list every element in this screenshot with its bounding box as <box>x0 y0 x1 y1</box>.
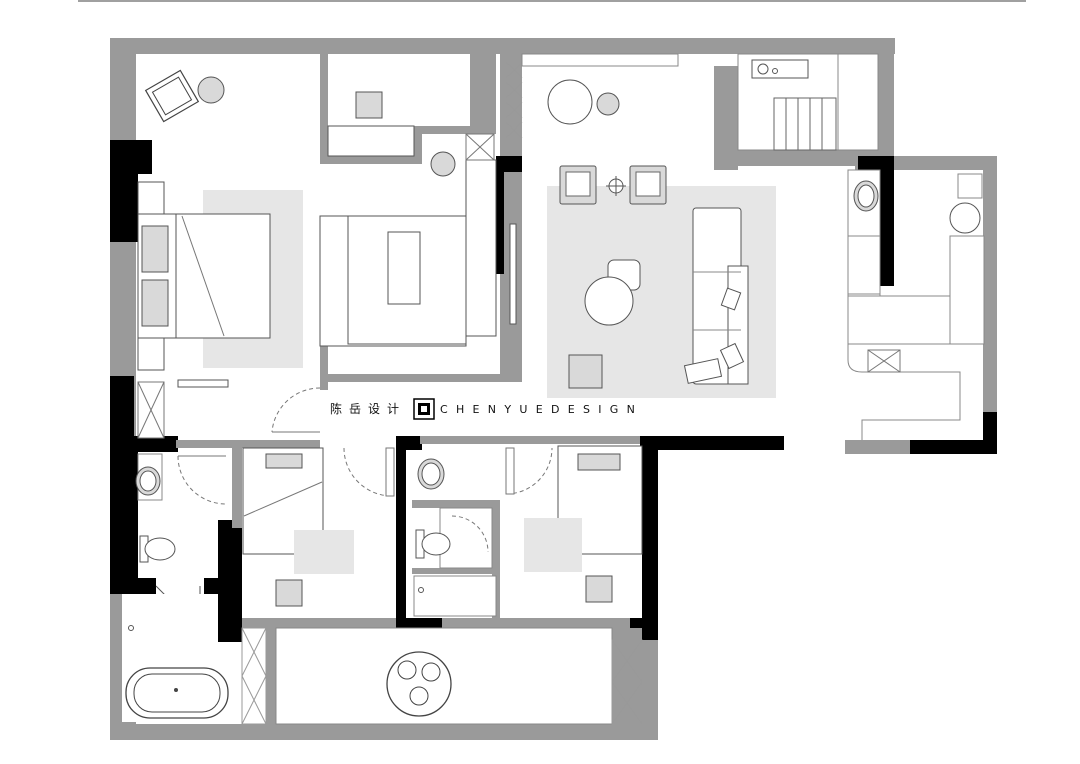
tap <box>128 625 134 631</box>
middle-bathroom <box>413 458 497 617</box>
wardrobe <box>465 159 497 337</box>
balcony <box>241 627 643 725</box>
right-bathroom <box>847 169 985 440</box>
door-swing <box>177 455 227 505</box>
structural-walls <box>110 140 997 642</box>
door-swing <box>451 515 489 553</box>
hatch-strip <box>241 627 643 725</box>
bathtub-icon <box>125 667 229 719</box>
partitions <box>176 54 642 724</box>
toilet-icon <box>949 202 981 234</box>
round-table-icon <box>386 651 452 717</box>
kitchen <box>737 53 879 151</box>
bedroom-rug <box>294 530 354 574</box>
seal-logo <box>413 398 435 420</box>
top-rule <box>78 0 1026 2</box>
desk <box>327 125 415 157</box>
dining-stool <box>596 92 620 116</box>
ottoman <box>585 575 613 603</box>
watermark: 陈岳设计 CHENYUEDESIGN <box>330 398 643 420</box>
duct-x <box>867 349 901 373</box>
living-room <box>505 53 776 398</box>
lamp-icon <box>430 151 456 177</box>
lounge-chair-icon <box>144 69 200 123</box>
island <box>387 231 421 305</box>
pillow <box>141 225 169 273</box>
master-bedroom <box>137 69 321 439</box>
hatch-strip <box>505 61 523 139</box>
sink-icon <box>135 466 161 496</box>
headboard <box>577 453 621 471</box>
pillow <box>141 279 169 327</box>
nightstand <box>137 337 165 371</box>
bedroom-rug <box>524 518 582 572</box>
bed-icon <box>175 213 271 339</box>
stair <box>773 97 837 151</box>
study <box>319 91 517 347</box>
closet-x <box>137 381 165 439</box>
ottoman <box>568 354 603 389</box>
door-swing <box>271 387 321 433</box>
coffee-table <box>584 276 634 326</box>
nightstand <box>137 181 165 215</box>
ottoman <box>275 579 303 607</box>
sink-icon <box>853 180 879 212</box>
watermark-en: CHENYUEDESIGN <box>440 403 643 416</box>
stool <box>355 91 383 119</box>
bedroom-2 <box>242 447 395 607</box>
watermark-cn: 陈岳设计 <box>330 401 406 416</box>
dining-table <box>547 79 593 125</box>
headboard <box>265 453 303 469</box>
sliding-rail <box>509 223 517 325</box>
toilet-icon <box>415 529 451 559</box>
duct-x <box>465 133 495 161</box>
sink-icon <box>417 458 445 490</box>
door-swing <box>343 447 393 497</box>
toilet-icon <box>139 535 176 563</box>
wall-shelf <box>177 379 229 388</box>
left-bathroom <box>122 453 229 722</box>
side-table <box>197 76 225 104</box>
lamp-icon <box>606 176 626 196</box>
bedroom-3 <box>505 445 643 603</box>
